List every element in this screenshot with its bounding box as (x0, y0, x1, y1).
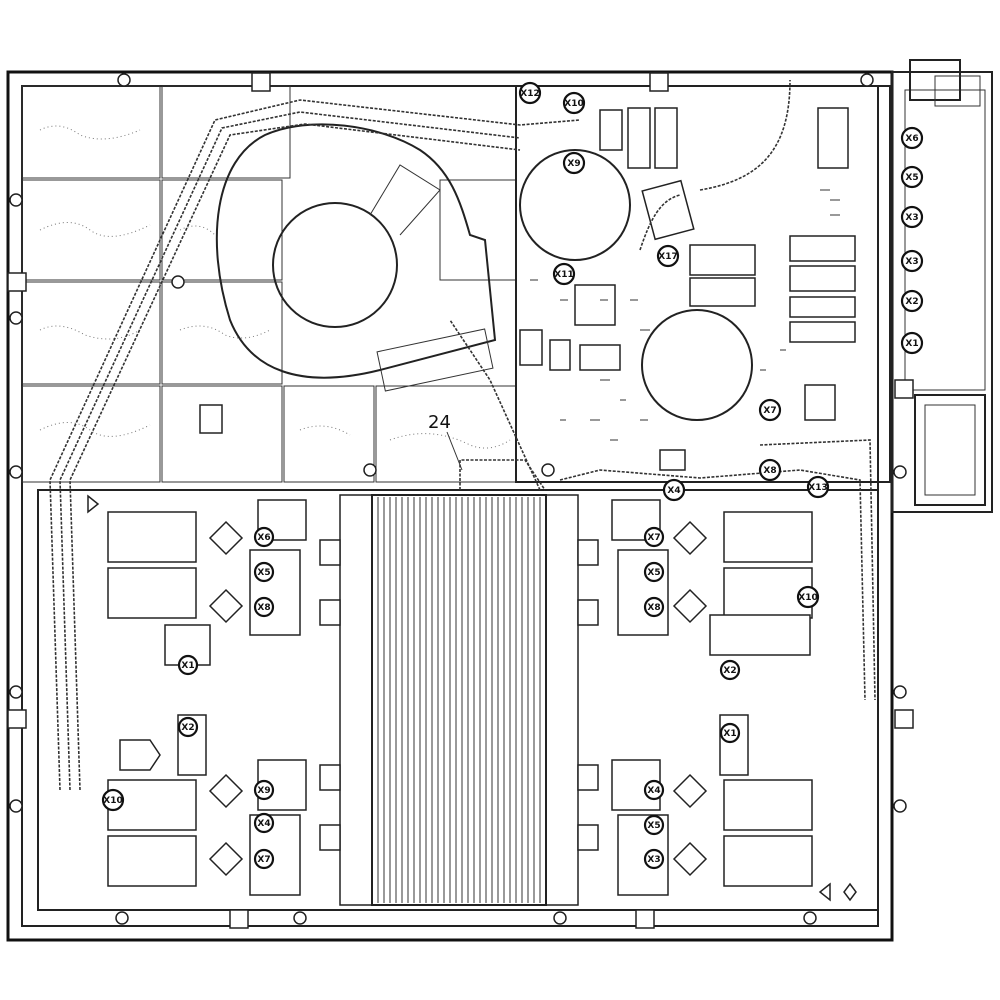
svg-text:X4: X4 (667, 486, 680, 496)
connector-x2-strip: X2 (900, 289, 924, 313)
connector-x6-strip: X6 (900, 126, 924, 150)
svg-text:X4: X4 (647, 786, 660, 796)
connector-x17-top: X17 (656, 244, 680, 268)
svg-text:X3: X3 (905, 213, 918, 223)
svg-text:X3: X3 (905, 257, 918, 267)
svg-text:X7: X7 (763, 406, 776, 416)
connector-x3a-strip: X3 (900, 205, 924, 229)
connector-x10-left: X10 (101, 788, 125, 812)
connector-x7-top: X7 (758, 398, 782, 422)
connector-x10-top: X10 (562, 91, 586, 115)
connector-x8-top: X8 (758, 458, 782, 482)
connector-x8-right: X8 (643, 596, 665, 618)
svg-text:X7: X7 (647, 533, 660, 543)
connector-x9-left: X9 (253, 779, 275, 801)
mounting-screws (7, 72, 914, 929)
svg-text:X8: X8 (257, 603, 270, 613)
connector-x4-right: X4 (643, 779, 665, 801)
svg-text:X6: X6 (257, 533, 270, 543)
connector-x5-right-top: X5 (643, 561, 665, 583)
svg-text:X5: X5 (647, 568, 660, 578)
callout-label: 24 (428, 412, 451, 433)
svg-text:X7: X7 (257, 855, 270, 865)
connector-x10-right: X10 (796, 585, 820, 609)
svg-text:X9: X9 (567, 159, 580, 169)
blower-fan (215, 123, 497, 392)
svg-text:X4: X4 (257, 819, 270, 829)
connector-x7-left: X7 (253, 848, 275, 870)
svg-text:X1: X1 (723, 729, 736, 739)
connector-x3-right: X3 (643, 848, 665, 870)
svg-text:X3: X3 (647, 855, 660, 865)
connector-x7-right: X7 (643, 526, 665, 548)
svg-text:X5: X5 (647, 821, 660, 831)
connector-x6-left: X6 (253, 526, 275, 548)
svg-text:X2: X2 (905, 297, 918, 307)
connector-x5-right-bottom: X5 (643, 814, 665, 836)
svg-text:X5: X5 (257, 568, 270, 578)
svg-text:X10: X10 (103, 796, 122, 806)
svg-text:X2: X2 (723, 666, 736, 676)
svg-text:X2: X2 (181, 723, 194, 733)
svg-text:X13: X13 (808, 483, 827, 493)
connector-x1-right: X1 (719, 722, 741, 744)
connector-x2-left: X2 (177, 716, 199, 738)
svg-text:X8: X8 (763, 466, 776, 476)
svg-text:X9: X9 (257, 786, 270, 796)
connector-x4-left: X4 (253, 812, 275, 834)
connector-x13-top: X13 (806, 475, 830, 499)
bottom-boards (37, 489, 879, 911)
connector-x1-left: X1 (177, 654, 199, 676)
connector-x3b-strip: X3 (900, 249, 924, 273)
connector-x9-top: X9 (562, 151, 586, 175)
connector-x11-top: X11 (552, 262, 576, 286)
svg-text:X17: X17 (658, 252, 677, 262)
svg-text:X1: X1 (905, 339, 918, 349)
connector-x4-top: X4 (662, 478, 686, 502)
svg-text:X5: X5 (905, 173, 918, 183)
svg-text:X6: X6 (905, 134, 918, 144)
svg-text:X10: X10 (564, 99, 583, 109)
connector-x5-left: X5 (253, 561, 275, 583)
svg-text:X12: X12 (520, 89, 539, 99)
control-board (515, 85, 891, 483)
diamond-pads (87, 494, 857, 902)
svg-text:X1: X1 (181, 661, 194, 671)
connector-x8-left: X8 (253, 596, 275, 618)
svg-text:X11: X11 (554, 270, 573, 280)
connector-x12-top: X12 (518, 81, 542, 105)
connector-x2-right: X2 (719, 659, 741, 681)
connector-x1-strip: X1 (900, 331, 924, 355)
svg-text:X10: X10 (798, 593, 817, 603)
wire-harness (49, 79, 876, 791)
callout-24: 24 (428, 412, 463, 471)
connector-labels: X12 X10 X9 X17 X11 X7 X8 X13 X4 X6 X5 X3… (101, 81, 924, 870)
connector-x5-strip: X5 (900, 165, 924, 189)
svg-text:X8: X8 (647, 603, 660, 613)
